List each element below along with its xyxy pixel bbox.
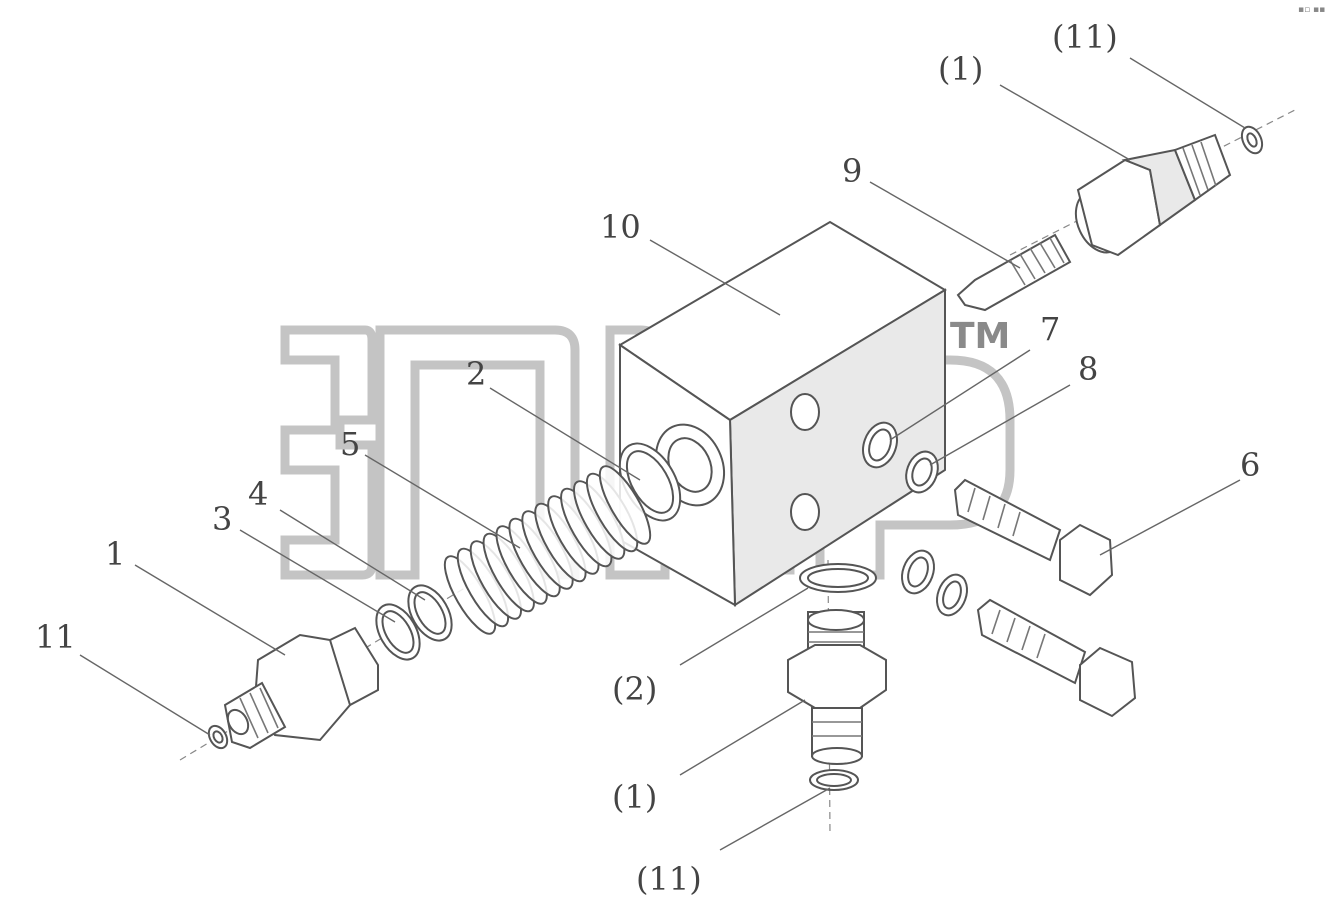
valve-body [618, 220, 947, 607]
spring-part [443, 465, 652, 635]
callout-6: 6 [1240, 446, 1260, 484]
bolt-washers [901, 549, 968, 617]
callout-2: 2 [466, 355, 486, 393]
needle-part [956, 233, 1072, 312]
seal-rings-side [862, 421, 939, 494]
watermark-trademark: TM [950, 316, 1010, 357]
corner-mark: ▪▫ ▪▪▪ [1298, 5, 1325, 15]
leader-lines [79, 57, 1246, 851]
bolt-upper [953, 478, 1114, 597]
callout-5: 5 [340, 425, 360, 463]
washer-left [207, 724, 229, 750]
callout-11-top-right: (11) [1052, 18, 1118, 56]
spring-coil [598, 465, 652, 545]
callout-3: 3 [212, 500, 232, 538]
bolt-lower [976, 598, 1137, 718]
callout-1-bottom: (1) [612, 778, 657, 816]
washer-rings-left [375, 584, 453, 661]
washer-right-top [1240, 125, 1264, 155]
callout-1-top-right: (1) [938, 50, 983, 88]
callout-2-bottom: (2) [612, 670, 657, 708]
callout-1-left: 1 [105, 535, 125, 573]
fitting-right-top [1074, 133, 1232, 257]
callout-7: 7 [1040, 310, 1060, 348]
callout-11-bottom: (11) [636, 860, 702, 898]
callout-4: 4 [248, 475, 268, 513]
fitting-bottom [787, 609, 887, 765]
callout-9: 9 [842, 152, 862, 190]
fitting-left [223, 626, 379, 750]
callout-8: 8 [1078, 350, 1098, 388]
seal-ring-bottom [799, 563, 877, 593]
callout-10: 10 [600, 208, 641, 246]
washer-bottom [809, 769, 859, 791]
callout-11-left: 11 [35, 618, 76, 656]
